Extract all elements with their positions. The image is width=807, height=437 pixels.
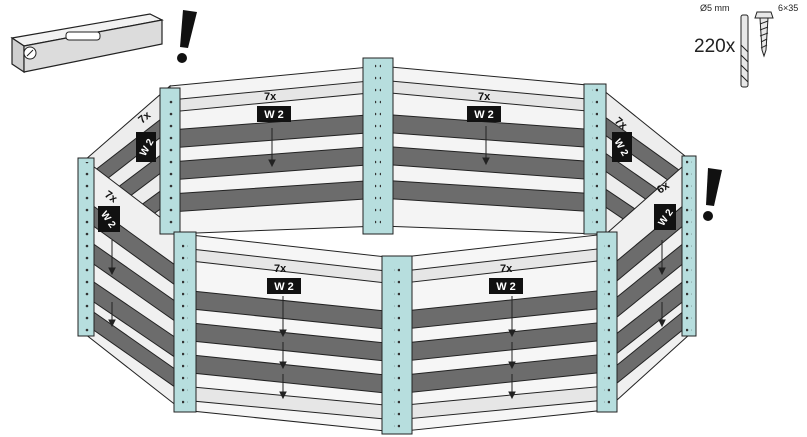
corner-post [681, 155, 697, 337]
screw-icon [754, 11, 774, 58]
panel-count: 7x [500, 263, 513, 275]
screw-quantity: 220x [694, 36, 736, 57]
panel-count: 7x [264, 91, 277, 103]
part-tag [267, 278, 301, 294]
corner-post [583, 83, 607, 235]
part-tag [467, 106, 501, 122]
panel-label-back-right: 7x W 2 [467, 91, 501, 122]
corner-post [381, 255, 413, 435]
corner-post [362, 57, 394, 235]
part-tag [257, 106, 291, 122]
drill-bit-icon [740, 14, 749, 88]
drill-size-label: Ø5 mm [700, 3, 730, 13]
corner-post [159, 87, 181, 235]
exclamation-icon [177, 10, 197, 63]
back-right-wall [379, 65, 599, 235]
spirit-level-icon [10, 13, 164, 74]
down-arrows [108, 126, 666, 400]
part-tag [612, 132, 632, 162]
part-tag [654, 204, 676, 230]
panel-label-lower-left-side: 7x W 2 [98, 189, 120, 232]
front-left-wall [181, 233, 396, 433]
part-code: W 2 [474, 109, 494, 121]
panel-count: 7x [274, 263, 287, 275]
front-right-wall [394, 233, 607, 433]
panel-label-back-left: 7x W 2 [257, 91, 291, 122]
corner-post [77, 157, 95, 337]
part-tag [136, 132, 156, 162]
corner-post [173, 231, 197, 413]
panel-label-front-right: 7x W 2 [489, 263, 523, 294]
part-code: W 2 [496, 281, 516, 293]
part-tag [489, 278, 523, 294]
exclamation-icon [703, 168, 722, 221]
part-tag [98, 206, 120, 232]
panel-label-upper-right-side: 7x W 2 [611, 115, 632, 162]
screw-size-label: 6×35 [778, 3, 798, 13]
part-code: W 2 [274, 281, 294, 293]
panel-count: 7x [478, 91, 491, 103]
corner-post [596, 231, 618, 413]
panel-label-front-left: 7x W 2 [267, 263, 301, 294]
part-code: W 2 [264, 109, 284, 121]
